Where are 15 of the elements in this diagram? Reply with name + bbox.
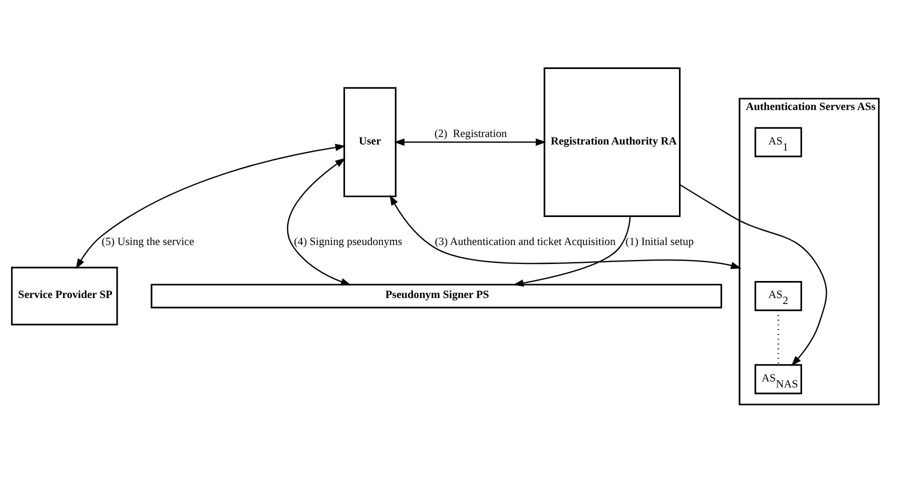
edge-label: (4) Signing pseudonyms xyxy=(294,236,402,248)
arrow xyxy=(287,158,352,286)
arrow xyxy=(394,138,546,146)
edge-label: (2) Registration xyxy=(434,128,507,140)
arrow xyxy=(76,144,346,270)
arrow xyxy=(680,184,828,366)
arrow xyxy=(390,194,742,269)
node-box: Service Provider SP xyxy=(11,266,118,326)
node-box: User xyxy=(343,87,396,198)
node-box: Registration Authority RA xyxy=(544,67,681,217)
arrow xyxy=(513,216,631,287)
edge-label: (3) Authentication and ticket Acquisition xyxy=(434,236,616,248)
edge-label: (5) Using the service xyxy=(102,236,194,248)
edge-label: (1) Initial setup xyxy=(626,236,694,248)
node-box: Pseudonym Signer PS xyxy=(150,284,722,308)
